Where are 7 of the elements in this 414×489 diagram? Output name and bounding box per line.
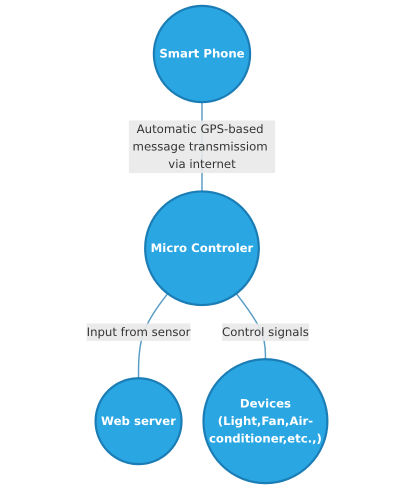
node-circle: Smart Phone [152,4,252,104]
node-circle: Micro Controler [144,190,260,306]
node-circle: Web server [94,377,183,466]
edge-label: Automatic GPS-based message transmissiom via internet [132,122,268,171]
edge-label: Input from sensor [86,324,190,339]
node-circle: Devices (Light,Fan,Air-conditioner,etc.,) [202,358,328,484]
edge-label: Control signals [222,324,309,339]
